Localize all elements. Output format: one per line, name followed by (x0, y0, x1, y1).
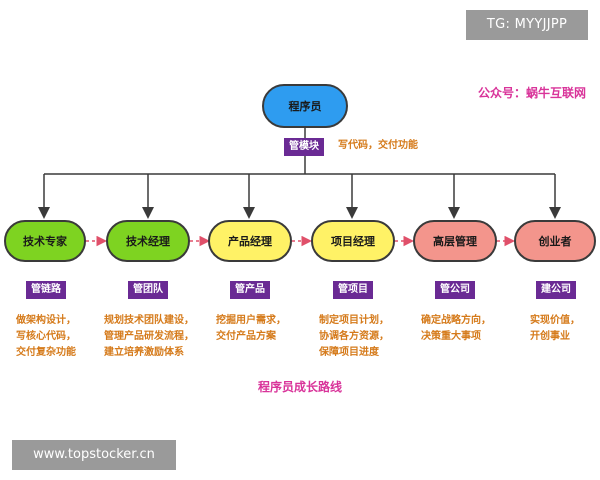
stage-node-2: 技术经理 (106, 220, 190, 262)
stage-desc-3: 挖掘用户需求， 交付产品方案 (216, 315, 286, 342)
stage-node-6: 创业者 (514, 220, 596, 262)
stage-node-4: 项目经理 (311, 220, 395, 262)
stage-desc-1: 做架构设计， 写核心代码， 交付复杂功能 (16, 315, 76, 358)
root-node: 程序员 (262, 84, 348, 128)
stage-tag-4: 管项目 (333, 281, 373, 299)
stage-tag-2: 管团队 (128, 281, 168, 299)
stage-desc-5: 确定战略方向， 决策重大事项 (421, 315, 491, 342)
stage-tag-3: 管产品 (230, 281, 270, 299)
watermark-bottom-left: www.topstocker.cn (12, 440, 176, 470)
stage-desc-2: 规划技术团队建设， 管理产品研发流程， 建立培养激励体系 (104, 315, 194, 358)
root-tag: 管模块 (284, 138, 324, 156)
root-note: 写代码，交付功能 (338, 140, 418, 151)
diagram-caption: 程序员成长路线 (257, 380, 342, 394)
stage-tag-5: 管公司 (435, 281, 475, 299)
stage-tag-6: 建公司 (536, 281, 576, 299)
watermark-top-right: TG: MYYJJPP (466, 10, 588, 40)
account-label: 公众号：蜗牛互联网 (478, 86, 587, 100)
stage-desc-6: 实现价值， 开创事业 (530, 315, 580, 342)
stage-node-3: 产品经理 (208, 220, 292, 262)
stage-node-5: 高层管理 (413, 220, 497, 262)
stage-node-1: 技术专家 (4, 220, 86, 262)
stage-desc-4: 制定项目计划， 协调各方资源， 保障项目进度 (319, 315, 389, 358)
stage-tag-1: 管链路 (26, 281, 66, 299)
